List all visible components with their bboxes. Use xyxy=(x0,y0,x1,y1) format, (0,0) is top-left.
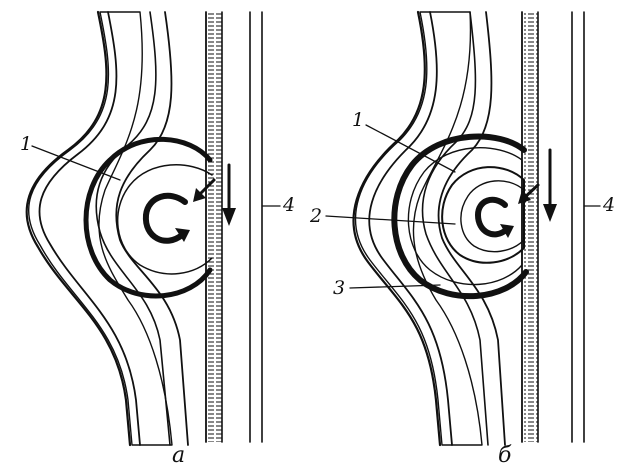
panel-b-flow-arrow-head xyxy=(543,204,557,222)
panel-a-muscle-strip xyxy=(208,12,222,442)
panel-b-tissue-band xyxy=(356,12,482,445)
panel-b: 1 2 3 4 б xyxy=(309,12,615,468)
panel-a-caption: а xyxy=(172,443,185,468)
panel-b-outer-line-4 xyxy=(439,12,505,445)
panel-b-caption: б xyxy=(498,443,512,468)
panel-b-label-2: 2 xyxy=(309,205,322,227)
panel-b-leader-2 xyxy=(326,216,455,224)
panel-b-label-4: 4 xyxy=(602,194,615,216)
panel-b-label-1: 1 xyxy=(352,109,364,131)
panel-a-outer-line-2 xyxy=(39,12,140,445)
panel-b-label-3: 3 xyxy=(333,277,345,299)
panel-a: 1 4 а xyxy=(20,12,295,468)
panel-a-flow-arrow-head xyxy=(222,208,236,226)
panel-b-muscle-strip xyxy=(524,12,538,442)
panel-a-sac-inner xyxy=(118,165,212,274)
panel-b-sac-inner xyxy=(461,181,524,252)
panel-a-label-1: 1 xyxy=(20,133,32,155)
panel-b-swirl-arrow xyxy=(478,200,506,235)
panel-a-label-4: 4 xyxy=(282,194,295,216)
